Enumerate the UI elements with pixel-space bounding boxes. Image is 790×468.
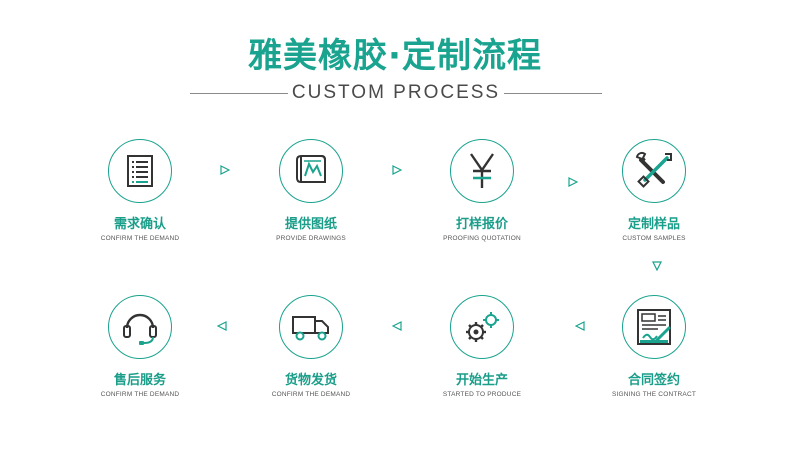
divider-right (504, 93, 602, 94)
subtitle-bar: CUSTOM PROCESS (0, 80, 790, 108)
arrow-left-icon (392, 321, 402, 331)
arrow-right-icon (220, 165, 230, 175)
contract-sign-icon (637, 309, 671, 345)
step-provide-drawings: 提供图纸 PROVIDE DRAWINGS (236, 139, 386, 242)
step-label-en: CUSTOM SAMPLES (622, 235, 686, 242)
blueprint-scroll-icon (296, 155, 326, 183)
gears-icon (466, 312, 499, 342)
step-label-cn: 开始生产 (455, 373, 508, 388)
arrow-left-icon (217, 321, 227, 331)
step-confirm-demand: 需求确认 CONFIRM THE DEMAND (65, 139, 215, 242)
step-custom-samples: 定制样品 CUSTOM SAMPLES (579, 139, 729, 242)
headset-icon (123, 313, 157, 345)
step-circle (279, 139, 343, 203)
yuan-icon (470, 153, 494, 188)
step-production: 开始生产 STARTED TO PRODUCE (407, 295, 557, 398)
step-after-sales: 售后服务 CONFIRM THE DEMAND (65, 295, 215, 398)
step-label-cn: 提供图纸 (284, 217, 337, 232)
step-proofing-quotation: 打样报价 PROOFING QUOTATION (407, 139, 557, 242)
step-label-en: CONFIRM THE DEMAND (100, 235, 180, 242)
step-label-en: SIGNING THE CONTRACT (611, 391, 697, 398)
step-label-en: CONFIRM THE DEMAND (100, 391, 180, 398)
page-subtitle: CUSTOM PROCESS (291, 82, 501, 103)
step-circle (108, 295, 172, 359)
step-label-cn: 打样报价 (455, 217, 508, 232)
step-label-en: STARTED TO PRODUCE (442, 391, 522, 398)
step-label-cn: 定制样品 (627, 217, 680, 232)
step-sign-contract: 合同签约 SIGNING THE CONTRACT (579, 295, 729, 398)
step-label-en: PROVIDE DRAWINGS (276, 235, 346, 242)
page-title: 雅美橡胶·定制流程 (248, 36, 542, 76)
step-label-en: PROOFING QUOTATION (443, 235, 521, 242)
wrench-screwdriver-icon (635, 151, 672, 188)
delivery-truck-icon (292, 316, 329, 341)
divider-left (190, 93, 288, 94)
step-circle (450, 295, 514, 359)
step-circle (279, 295, 343, 359)
step-circle (450, 139, 514, 203)
step-circle (108, 139, 172, 203)
step-label-cn: 需求确认 (113, 217, 166, 232)
step-circle (622, 139, 686, 203)
step-label-cn: 货物发货 (284, 373, 337, 388)
arrow-right-icon (392, 165, 402, 175)
document-list-icon (127, 155, 153, 187)
arrow-left-icon (575, 321, 585, 331)
step-label-en: CONFIRM THE DEMAND (271, 391, 351, 398)
arrow-down-icon (652, 261, 662, 271)
step-label-cn: 合同签约 (627, 373, 680, 388)
step-circle (622, 295, 686, 359)
step-shipping: 货物发货 CONFIRM THE DEMAND (236, 295, 386, 398)
arrow-right-icon (568, 177, 578, 187)
step-label-cn: 售后服务 (113, 373, 166, 388)
